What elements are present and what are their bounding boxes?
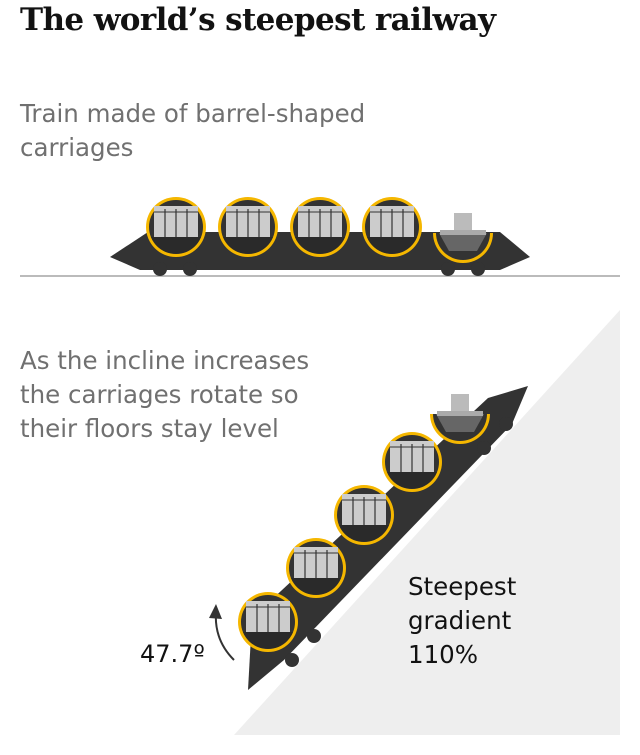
flat-caption: Train made of barrel-shaped carriages	[20, 99, 366, 162]
gradient-value: 110%	[408, 640, 479, 669]
incline-carriage	[333, 484, 395, 546]
inclined-train	[237, 386, 528, 690]
angle-arrow-head	[209, 604, 222, 619]
flat-carriage	[289, 196, 351, 258]
inclined-train-body	[248, 386, 528, 690]
gradient-label: Steepest gradient 110%	[408, 570, 516, 672]
incline-carriage	[285, 537, 347, 599]
incline-carriage	[381, 431, 443, 493]
page-title: The world’s steepest railway	[20, 2, 496, 38]
angle-label: 47.7º	[140, 640, 205, 668]
gradient-line-1: Steepest	[408, 572, 517, 601]
incline-caption: As the incline increases the carriages r…	[20, 346, 310, 443]
flat-carriage	[361, 196, 423, 258]
slope	[234, 310, 620, 735]
flat-carriage	[217, 196, 279, 258]
incline-carriage	[237, 591, 299, 653]
flat-train	[20, 196, 620, 277]
gradient-line-2: gradient	[408, 606, 512, 635]
flat-carriage	[145, 196, 207, 258]
angle-arrow	[214, 611, 235, 661]
